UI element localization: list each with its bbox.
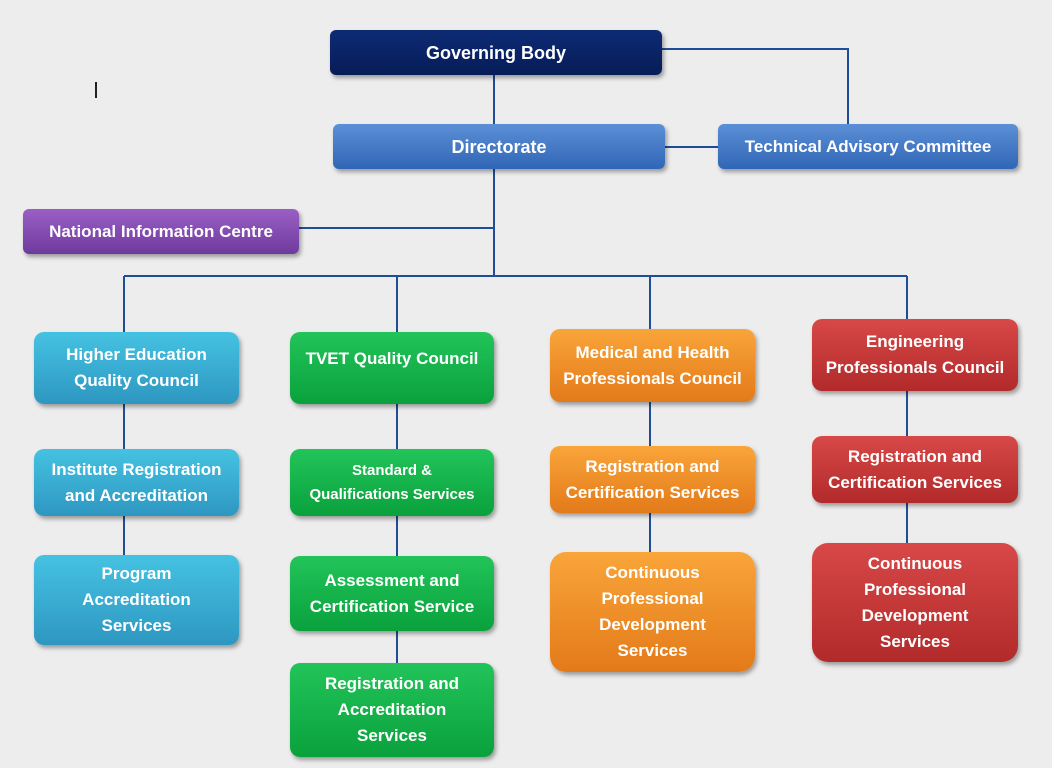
assessment-certification-service-box: Assessment and Certification Service bbox=[290, 556, 494, 631]
tvet-quality-council-box: TVET Quality Council bbox=[290, 332, 494, 404]
medical-continuous-professional-development-box: Continuous Professional Development Serv… bbox=[550, 552, 755, 672]
medical-health-professionals-council-box: Medical and Health Professionals Council bbox=[550, 329, 755, 402]
engineering-registration-certification-services-box: Registration and Certification Services bbox=[812, 436, 1018, 503]
national-information-centre-box: National Information Centre bbox=[23, 209, 299, 254]
governing-body-box: Governing Body bbox=[330, 30, 662, 75]
standard-qualifications-services-box: Standard & Qualifications Services bbox=[290, 449, 494, 516]
directorate-box: Directorate bbox=[333, 124, 665, 169]
text-cursor bbox=[95, 82, 97, 98]
higher-education-quality-council-box: Higher Education Quality Council bbox=[34, 332, 239, 404]
registration-accreditation-services-box: Registration and Accreditation Services bbox=[290, 663, 494, 757]
engineering-professionals-council-box: Engineering Professionals Council bbox=[812, 319, 1018, 391]
program-accreditation-services-box: Program Accreditation Services bbox=[34, 555, 239, 645]
medical-registration-certification-services-box: Registration and Certification Services bbox=[550, 446, 755, 513]
technical-advisory-committee-box: Technical Advisory Committee bbox=[718, 124, 1018, 169]
engineering-continuous-professional-development-box: Continuous Professional Development Serv… bbox=[812, 543, 1018, 662]
institute-registration-accreditation-box: Institute Registration and Accreditation bbox=[34, 449, 239, 516]
